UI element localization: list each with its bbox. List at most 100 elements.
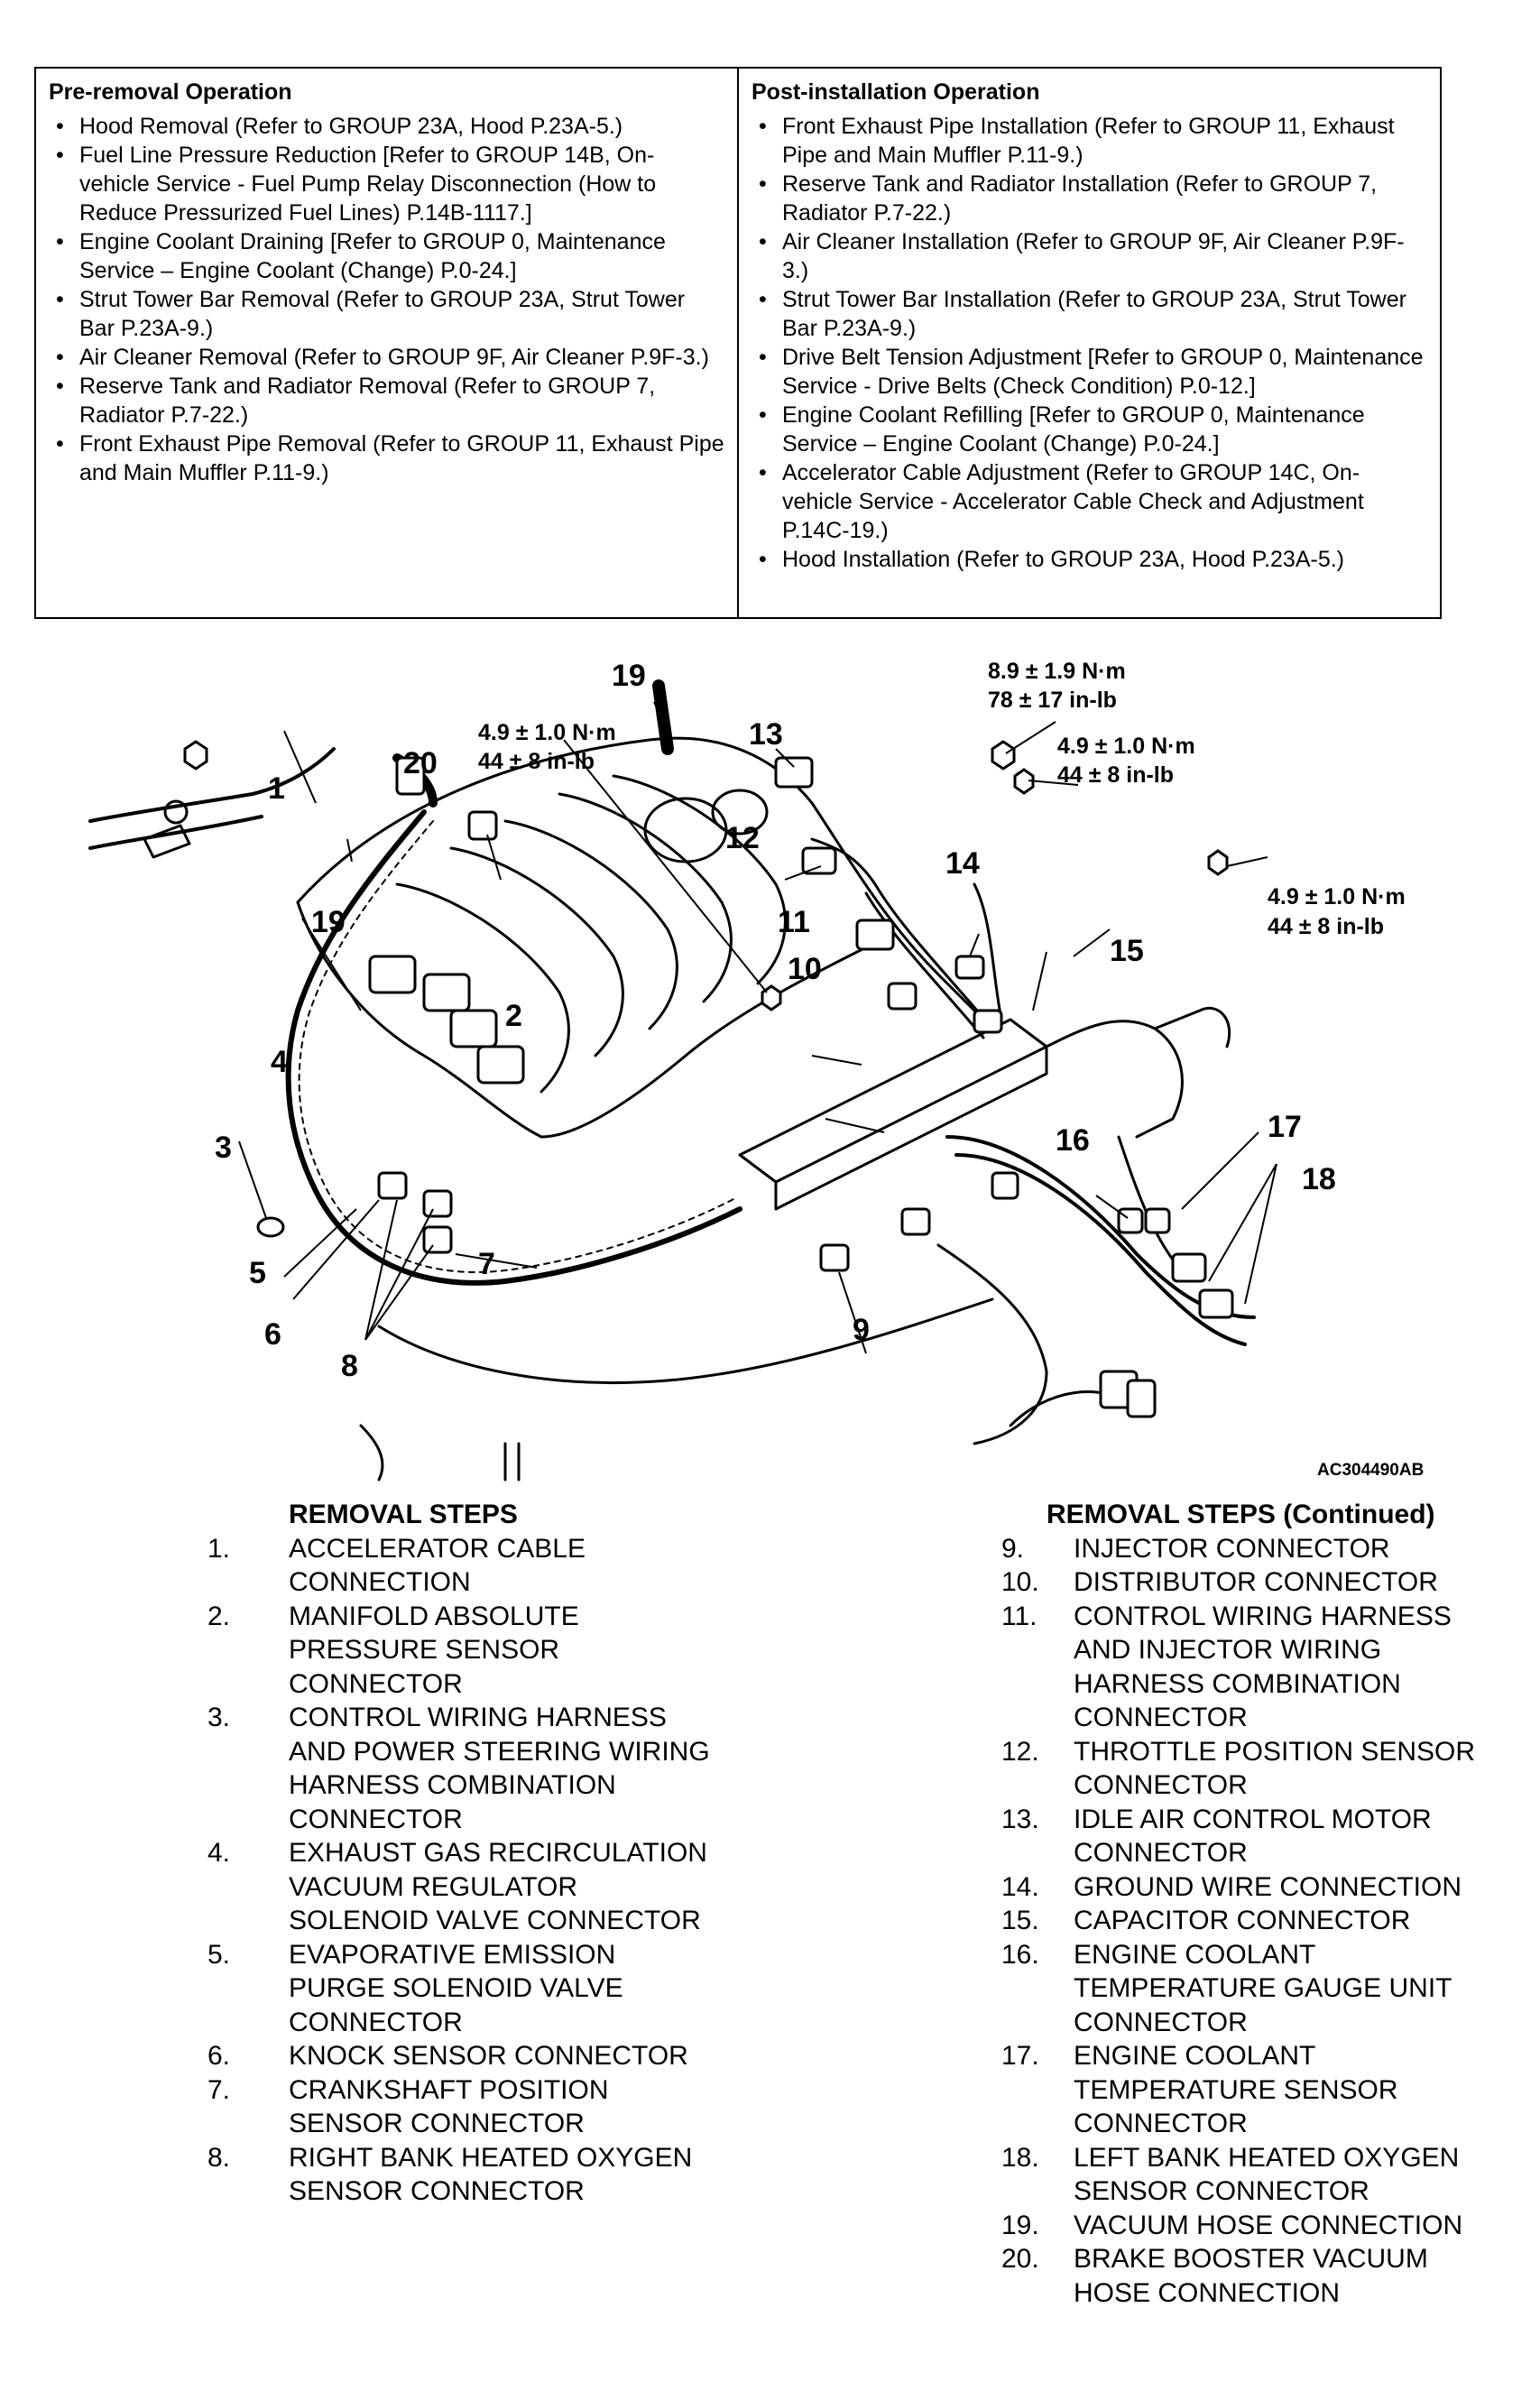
step-number: 7. — [207, 2074, 231, 2105]
step-text-line: CONNECTOR — [1074, 2007, 1248, 2037]
step-text: GROUND WIRE CONNECTION — [1074, 1870, 1525, 1905]
callout-16: 16 — [1056, 1123, 1090, 1158]
post-installation-column: Post-installation Operation Front Exhaus… — [737, 69, 1440, 617]
leader-lines — [238, 701, 1277, 1354]
callout-5: 5 — [249, 1256, 266, 1290]
step-text-line: LEFT BANK HEATED OXYGEN — [1074, 2142, 1460, 2173]
step-number: 18. — [1001, 2142, 1039, 2173]
removal-step: 10.DISTRIBUTOR CONNECTOR — [1001, 1565, 1525, 1600]
connector-shapes — [256, 756, 1234, 1418]
callout-17: 17 — [1268, 1110, 1302, 1144]
step-text-line: ENGINE COOLANT — [1074, 1939, 1316, 1970]
callout-12: 12 — [725, 821, 760, 855]
step-text-line: RIGHT BANK HEATED OXYGEN — [289, 2142, 693, 2173]
step-text-line: EXHAUST GAS RECIRCULATION — [289, 1838, 707, 1868]
list-item: Fuel Line Pressure Reduction [Refer to G… — [49, 141, 724, 227]
step-text-line: BRAKE BOOSTER VACUUM — [1074, 2244, 1428, 2274]
step-text-line: DISTRIBUTOR CONNECTOR — [1074, 1567, 1438, 1597]
step-text-line: HARNESS COMBINATION — [289, 1770, 616, 1800]
callout-3: 3 — [215, 1131, 232, 1165]
step-text-line: VACUUM HOSE CONNECTION — [1074, 2210, 1463, 2240]
step-number: 11. — [1001, 1601, 1037, 1631]
callout-13: 13 — [749, 717, 783, 752]
removal-step: 9. INJECTOR CONNECTOR — [1001, 1532, 1525, 1566]
callout-19-left: 19 — [311, 905, 346, 939]
callout-18: 18 — [1302, 1162, 1336, 1196]
post-installation-title: Post-installation Operation — [752, 79, 1040, 105]
step-number: 2. — [207, 1601, 231, 1631]
removal-step: 19. VACUUM HOSE CONNECTION — [1001, 2209, 1525, 2243]
pre-removal-column: Pre-removal Operation Hood Removal (Refe… — [36, 69, 737, 617]
step-text-line: TEMPERATURE GAUGE UNIT — [1074, 1973, 1452, 2003]
callout-6: 6 — [264, 1317, 281, 1352]
step-text-line: SOLENOID VALVE CONNECTOR — [289, 1906, 701, 1935]
engine-linework — [88, 679, 1256, 1482]
callout-10: 10 — [788, 952, 822, 986]
engine-wiring-diagram: 1 2 3 4 5 6 7 8 9 10 11 12 13 14 15 16 1… — [0, 632, 1540, 1498]
step-text: VACUUM HOSE CONNECTION — [1074, 2209, 1525, 2243]
callout-1: 1 — [268, 771, 285, 806]
list-item: Air Cleaner Removal (Refer to GROUP 9F, … — [49, 343, 724, 372]
bolt-icons — [183, 740, 1229, 1011]
removal-step: 15.CAPACITOR CONNECTOR — [1001, 1904, 1525, 1938]
torque-nm: 4.9 ± 1.0 N·m — [1268, 884, 1406, 909]
step-number: 5. — [207, 1939, 231, 1970]
list-item: Strut Tower Bar Removal (Refer to GROUP … — [49, 285, 724, 343]
step-text-line: KNOCK SENSOR CONNECTOR — [289, 2041, 688, 2071]
torque-nm: 4.9 ± 1.0 N·m — [478, 720, 616, 745]
step-number: 4. — [207, 1838, 231, 1868]
torque-nm: 4.9 ± 1.0 N·m — [1057, 734, 1195, 759]
callout-8: 8 — [341, 1349, 358, 1383]
step-text-line: IDLE AIR CONTROL MOTOR — [1074, 1804, 1432, 1834]
art-code: AC304490AB — [1317, 1461, 1424, 1480]
step-text-line: PRESSURE SENSOR — [289, 1635, 560, 1665]
step-text: KNOCK SENSOR CONNECTOR — [289, 2039, 767, 2073]
callout-9: 9 — [853, 1313, 870, 1347]
list-item: Front Exhaust Pipe Removal (Refer to GRO… — [49, 429, 724, 487]
pre-removal-list: Hood Removal (Refer to GROUP 23A, Hood P… — [49, 112, 724, 487]
step-text: INJECTOR CONNECTOR — [1074, 1532, 1525, 1566]
step-text-line: CAPACITOR CONNECTOR — [1074, 1906, 1411, 1935]
step-text-line: AND INJECTOR WIRING — [1074, 1635, 1382, 1665]
list-item: Reserve Tank and Radiator Installation (… — [752, 170, 1427, 227]
torque-inlb: 78 ± 17 in-lb — [988, 688, 1117, 713]
step-text-line: CONNECTOR — [1074, 1838, 1248, 1868]
step-text-line: CONNECTOR — [1074, 1703, 1248, 1732]
step-number: 9. — [1001, 1533, 1025, 1564]
step-text: CAPACITOR CONNECTOR — [1074, 1904, 1525, 1938]
engine-illustration: 1 2 3 4 5 6 7 8 9 10 11 12 13 14 15 16 1… — [88, 659, 1424, 1482]
step-text-line: AND POWER STEERING WIRING — [289, 1736, 710, 1767]
step-text: DISTRIBUTOR CONNECTOR — [1074, 1565, 1525, 1600]
step-number: 20. — [1001, 2244, 1039, 2274]
step-number: 19. — [1001, 2210, 1039, 2240]
list-item: Air Cleaner Installation (Refer to GROUP… — [752, 227, 1427, 285]
step-text-line: CONNECTOR — [1074, 1770, 1248, 1800]
removal-steps-title: REMOVAL STEPS — [289, 1500, 518, 1529]
step-text-line: HARNESS COMBINATION — [1074, 1668, 1401, 1699]
step-number: 6. — [207, 2041, 231, 2071]
list-item: Front Exhaust Pipe Installation (Refer t… — [752, 112, 1427, 170]
step-number: 16. — [1001, 1939, 1039, 1970]
step-text-line: PURGE SOLENOID VALVE — [289, 1973, 623, 2003]
step-number: 13. — [1001, 1804, 1039, 1834]
pre-removal-title: Pre-removal Operation — [49, 79, 292, 105]
callout-19-top: 19 — [612, 659, 646, 693]
step-text-line: CONNECTOR — [1074, 2109, 1248, 2138]
removal-steps-right: REMOVAL STEPS (Continued) 9.INJECTOR CON… — [1001, 1498, 1525, 2310]
